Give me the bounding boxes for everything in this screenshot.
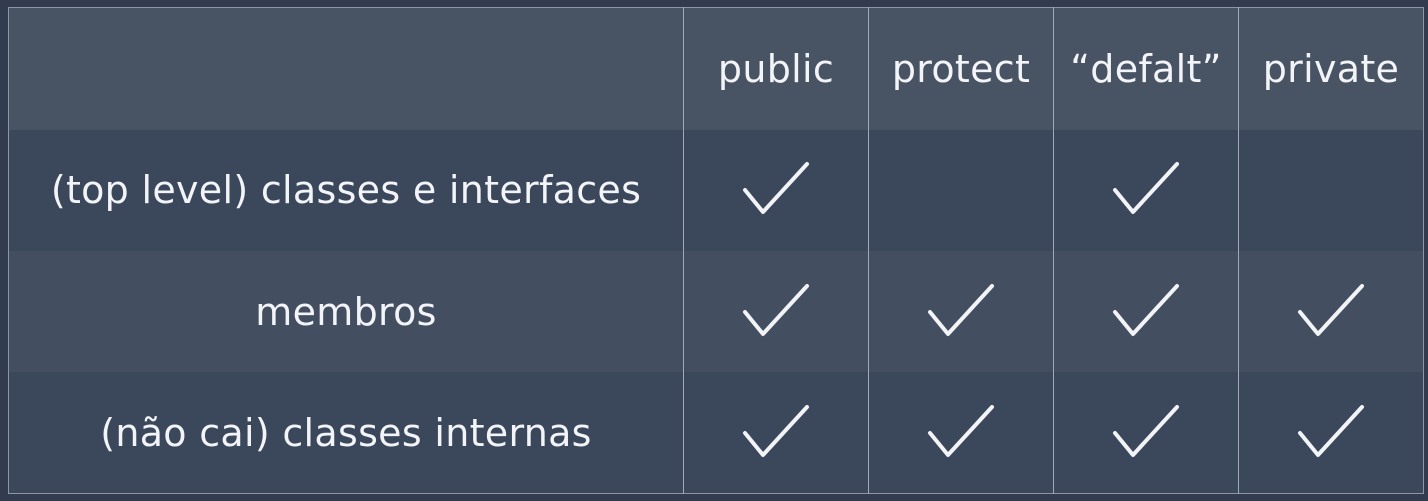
checkmark-icon: [1296, 282, 1366, 342]
checkmark-icon: [1296, 403, 1366, 463]
cell: [1238, 372, 1424, 494]
cell: [683, 129, 869, 251]
checkmark-icon: [926, 282, 996, 342]
table-row: membros: [8, 250, 1424, 373]
header-empty-cell: [9, 8, 684, 130]
cell: [1238, 250, 1424, 373]
checkmark-icon: [1111, 160, 1181, 220]
table-row: (top level) classes e interfaces: [8, 129, 1424, 251]
column-header-protect: protect: [868, 7, 1054, 130]
column-header-default: “defalt”: [1053, 7, 1239, 130]
checkmark-icon: [741, 160, 811, 220]
cell: [868, 129, 1054, 251]
checkmark-icon: [1111, 282, 1181, 342]
cell: [683, 250, 869, 373]
cell: [868, 372, 1054, 494]
checkmark-icon: [926, 403, 996, 463]
cell: [1053, 372, 1239, 494]
cell: [1238, 129, 1424, 251]
row-label: (top level) classes e interfaces: [50, 168, 642, 213]
checkmark-icon: [1111, 403, 1181, 463]
column-header-public: public: [683, 7, 869, 130]
cell: [1053, 250, 1239, 373]
table-row: (não cai) classes internas: [8, 372, 1424, 494]
row-label: membros: [255, 289, 437, 334]
column-header-private: private: [1238, 7, 1424, 130]
checkmark-icon: [741, 403, 811, 463]
cell: [1053, 129, 1239, 251]
cell: [683, 372, 869, 494]
checkmark-icon: [741, 282, 811, 342]
access-modifiers-table: public protect “defalt” private (top lev…: [8, 7, 1424, 494]
row-label: (não cai) classes internas: [100, 410, 592, 455]
cell: [868, 250, 1054, 373]
header-row: public protect “defalt” private: [8, 7, 1424, 130]
